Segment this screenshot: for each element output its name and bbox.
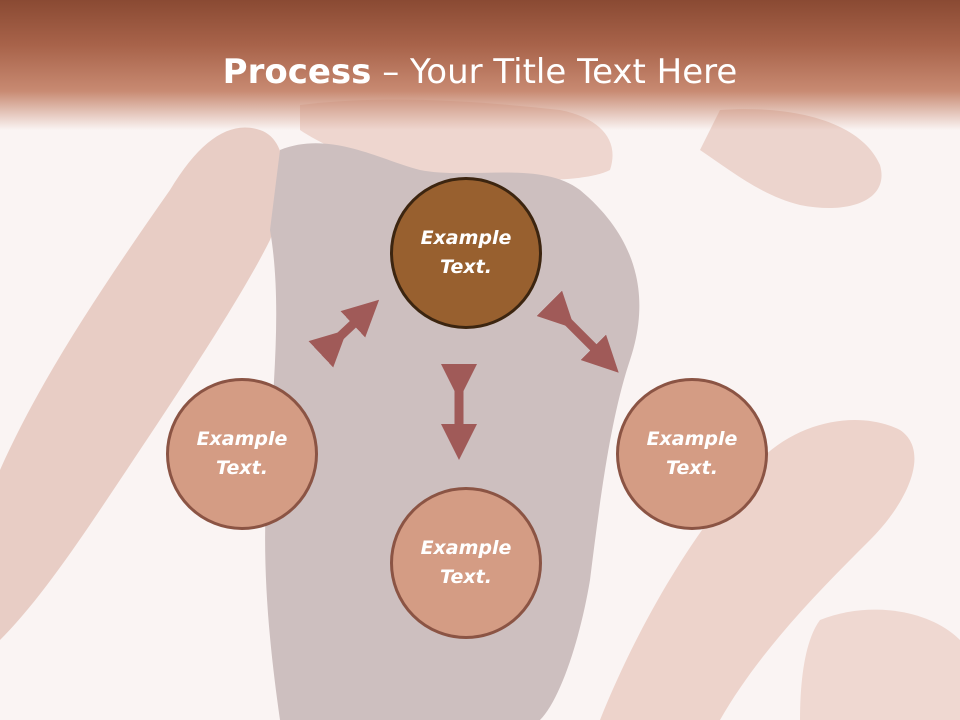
arrow-top-right — [536, 290, 619, 373]
arrow-top-left — [308, 299, 380, 368]
node-main-line1: Example — [420, 227, 512, 249]
node-right-line1: Example — [646, 428, 738, 450]
node-bottom-line1: Example — [420, 537, 512, 559]
slide-title: Process – Your Title Text Here — [0, 52, 960, 92]
node-bottom-line2: Text. — [440, 566, 492, 588]
title-banner — [0, 0, 960, 130]
node-right: Example Text. — [616, 378, 768, 530]
title-separator: – — [371, 52, 411, 92]
node-main: Example Text. — [390, 177, 542, 329]
title-bold: Process — [222, 52, 372, 92]
node-left-line2: Text. — [216, 457, 268, 479]
node-bottom: Example Text. — [390, 487, 542, 639]
node-main-line2: Text. — [440, 256, 492, 278]
title-rest: Your Title Text Here — [410, 52, 738, 92]
node-right-line2: Text. — [666, 457, 718, 479]
node-left-line1: Example — [196, 428, 288, 450]
node-left: Example Text. — [166, 378, 318, 530]
